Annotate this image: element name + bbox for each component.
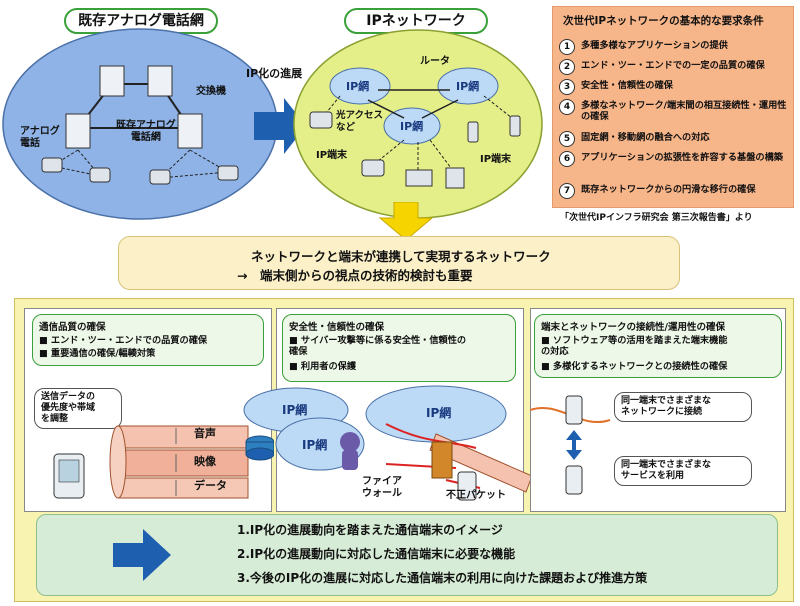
summary-line-2: → 端末側からの視点の技術的検討も重要 <box>237 268 473 283</box>
panel-security-item: ■ 利用者の保護 <box>289 361 357 372</box>
panel-security-title: 安全性・信頼性の確保 <box>289 322 385 333</box>
router-label: ルータ <box>420 56 450 67</box>
swap-arrow-icon <box>566 430 582 460</box>
summary-box: ネットワークと端末が連携して実現するネットワーク → 端末側からの視点の技術的検… <box>118 236 680 290</box>
legacy-network-diagram <box>2 28 543 220</box>
requirement-item: 6 アプリケーションの拡張性を許容する基盤の構築 <box>559 151 791 175</box>
requirement-item: 5 固定網・移動網の融合への対応 <box>559 131 791 147</box>
results-box: 1.IP化の進展動向を踏まえた通信端末のイメージ 2.IP化の進展動向に対応した… <box>36 514 778 596</box>
panel-quality-item: ■ エンド・ツー・エンドでの品質の確保 <box>39 335 208 346</box>
requirement-item: 2 エンド・ツー・エンドでの一定の品質の確保 <box>559 59 791 75</box>
results-arrow-icon <box>113 529 171 581</box>
security-cloud-label-3: IP網 <box>302 438 328 452</box>
security-cloud-label-2: IP網 <box>426 406 452 420</box>
quality-streams-diagram <box>53 425 274 499</box>
requirements-title: 次世代IPネットワークの基本的な要求条件 <box>563 15 764 27</box>
requirements-citation: 「次世代IPインフラ研究会 第三次報告書」より <box>560 213 753 223</box>
priority-callout: 送信データの 優先度や帯域 を調整 <box>34 388 122 429</box>
stream-video-label: 映像 <box>194 455 216 468</box>
panel-quality-item: ■ 重要通信の確保/輻輳対策 <box>39 348 156 359</box>
summary-line-1: ネットワークと端末が連携して実現するネットワーク <box>251 249 551 264</box>
exchange-icon <box>65 65 203 149</box>
panel-security-header: 安全性・信頼性の確保 ■ サイバー攻撃等に係る安全性・信頼性の 確保 ■ 利用者… <box>282 314 516 382</box>
panel-security-item: ■ サイバー攻撃等に係る安全性・信頼性の 確保 <box>289 335 467 357</box>
interop-diagram <box>530 395 611 495</box>
progress-arrow-icon <box>254 98 306 154</box>
panel-interop-title: 端末とネットワークの接続性/運用性の確保 <box>541 322 725 333</box>
stream-data-label: データ <box>194 479 227 492</box>
stream-voice-label: 音声 <box>194 427 216 440</box>
panel-interop-header: 端末とネットワークの接続性/運用性の確保 ■ ソフトウェア等の活用を踏まえた端末… <box>534 314 782 378</box>
security-diagram <box>243 385 533 501</box>
result-line-2: 2.IP化の進展動向に対応した通信端末に必要な機能 <box>237 547 516 561</box>
requirements-box: 次世代IPネットワークの基本的な要求条件 1 多種多様なアプリケーションの提供 … <box>552 6 794 208</box>
ip-cloud-label-left: IP網 <box>346 80 370 93</box>
requirement-item: 4 多様なネットワーク/端末間の相互接続性・運用性の確保 <box>559 99 791 123</box>
requirement-item: 7 既存ネットワークからの円滑な移行の確保 <box>559 183 791 199</box>
legacy-network-label: 既存アナログ 電話網 <box>116 120 176 143</box>
bad-packet-label: 不正パケット <box>446 490 506 501</box>
firewall-label: ファイア ウォール <box>362 476 402 499</box>
security-cloud-label-1: IP網 <box>282 403 308 417</box>
result-line-1: 1.IP化の進展動向を踏まえた通信端末のイメージ <box>237 523 503 537</box>
panel-interop-item: ■ ソフトウェア等の活用を踏まえた端末機能 の対応 <box>541 335 728 357</box>
interop-callout-2: 同一端末でさまざまな サービスを利用 <box>614 456 752 486</box>
ip-terminal-label-right: IP端末 <box>480 154 512 165</box>
requirement-item: 3 安全性・信頼性の確保 <box>559 79 791 95</box>
panel-quality-header: 通信品質の確保 ■ エンド・ツー・エンドでの品質の確保 ■ 重要通信の確保/輻輳… <box>32 314 264 366</box>
analog-phone-label: アナログ 電話 <box>20 126 60 149</box>
optical-access-label: 光アクセス など <box>336 110 384 133</box>
ip-cloud-label-right: IP網 <box>456 80 480 93</box>
panel-interop-item: ■ 多様化するネットワークとの接続性の確保 <box>541 361 728 372</box>
panel-quality-title: 通信品質の確保 <box>39 322 106 333</box>
progress-label: IP化の進展 <box>246 67 303 80</box>
result-line-3: 3.今後のIP化の進展に対応した通信端末の利用に向けた課題および推進方策 <box>237 571 648 585</box>
requirement-item: 1 多種多様なアプリケーションの提供 <box>559 39 791 55</box>
ip-cloud-label-center: IP網 <box>400 120 424 133</box>
exchange-label: 交換機 <box>196 86 226 97</box>
ip-terminal-label-left: IP端末 <box>316 150 348 161</box>
attacker-icon <box>340 432 360 470</box>
interop-callout-1: 同一端末でさまざまな ネットワークに接続 <box>614 392 752 422</box>
down-arrow-icon <box>378 202 434 241</box>
